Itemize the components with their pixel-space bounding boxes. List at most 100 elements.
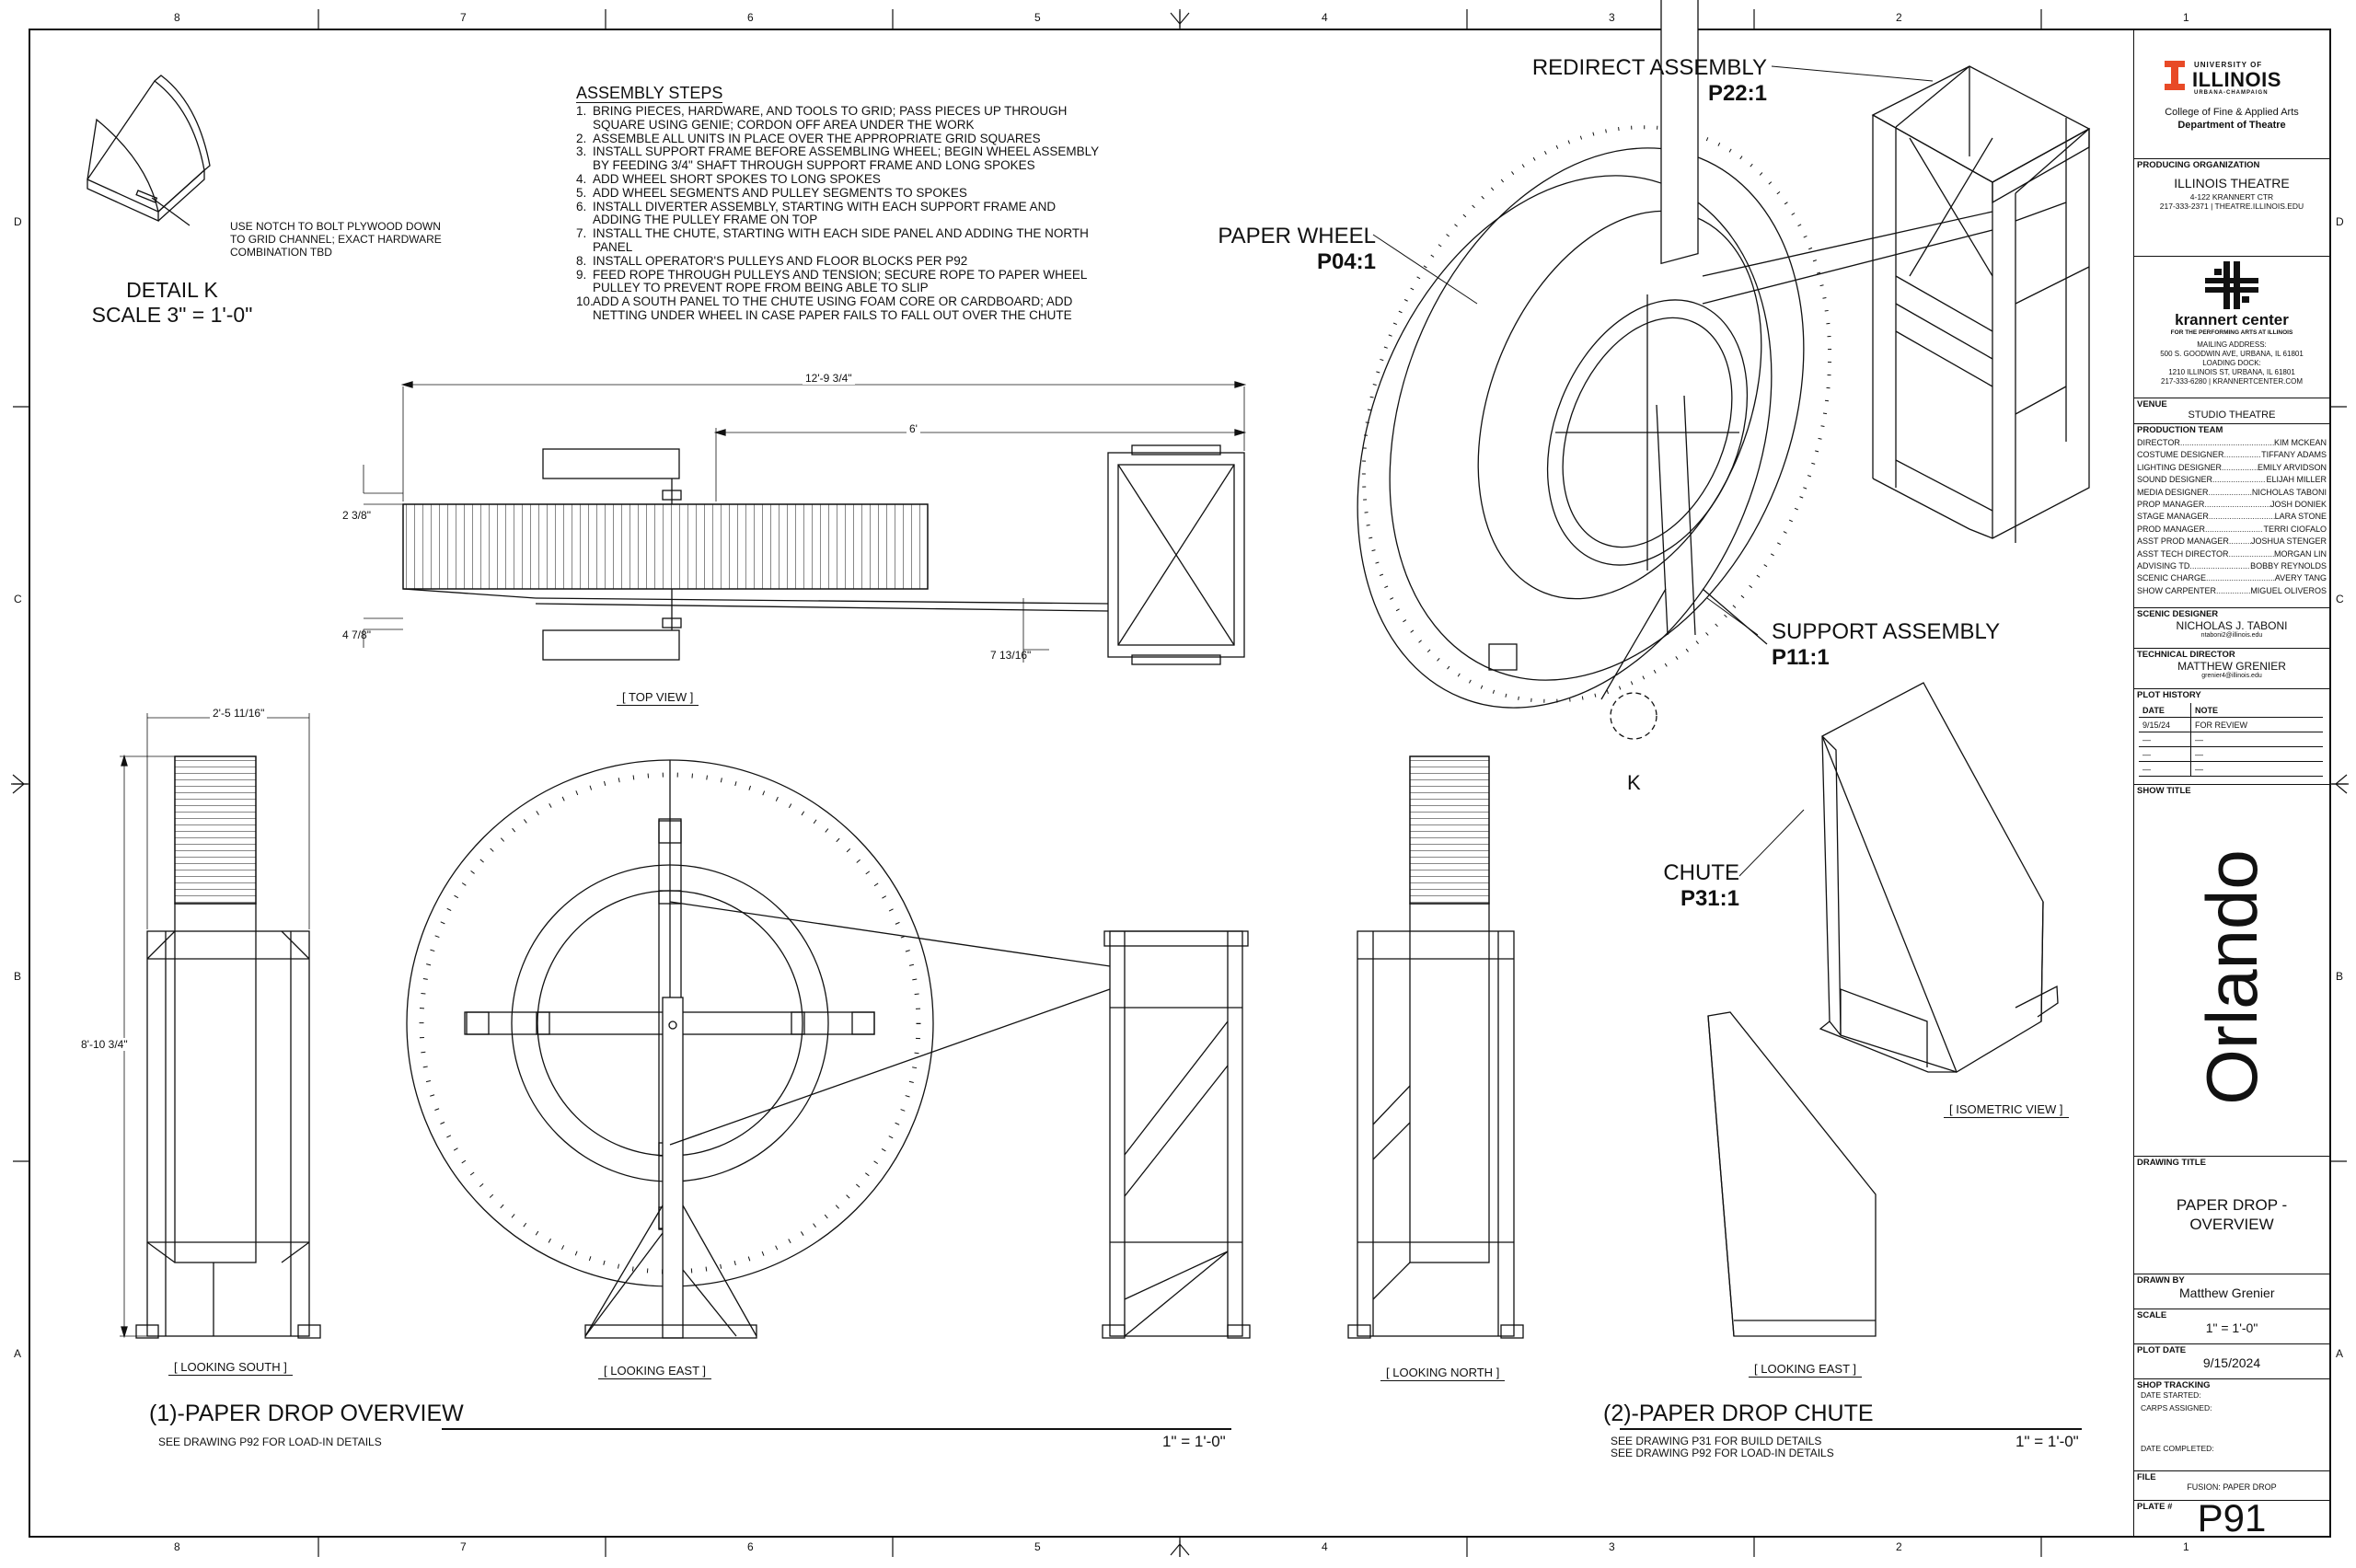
view-label-north: [ LOOKING NORTH ]: [1380, 1366, 1506, 1381]
step: 7.INSTALL THE CHUTE, STARTING WITH EACH …: [576, 226, 1089, 254]
plot-date-block: PLOT DATE 9/15/2024: [2133, 1343, 2330, 1379]
krannert-block: krannert center FOR THE PERFORMING ARTS …: [2133, 256, 2330, 398]
show-title-block: SHOW TITLE Orlando: [2133, 784, 2330, 1157]
uiuc-logo-block: UNIVERSITY OF ILLINOIS URBANA-CHAMPAIGN …: [2133, 29, 2330, 159]
show-title: Orlando: [2191, 849, 2272, 1105]
logo-line1: UNIVERSITY OF: [2194, 61, 2263, 69]
scale-value: 1" = 1'-0": [2205, 1320, 2258, 1335]
krannert-name: krannert center: [2175, 311, 2289, 329]
grid-col-6: 6: [747, 11, 754, 24]
team-row: ASST PROD MANAGERJOSHUA STENGER: [2133, 536, 2330, 548]
grid-col-3: 3: [1609, 11, 1615, 24]
drawing-title: PAPER DROP - OVERVIEW: [2176, 1196, 2288, 1233]
drawn-by-block: DRAWN BY Matthew Grenier: [2133, 1274, 2330, 1309]
grid-row-b: B: [14, 970, 22, 983]
looking-east-drawing: [406, 759, 1251, 1339]
grid-col-3-bottom: 3: [1609, 1540, 1615, 1553]
grid-col-1: 1: [2183, 11, 2189, 24]
step: 9.FEED ROPE THROUGH PULLEYS AND TENSION;…: [576, 267, 1087, 295]
callout-paper-wheel: PAPER WHEEL P04:1: [1218, 224, 1376, 274]
team-row: PROD MANAGERTERRI CIOFALO: [2133, 524, 2330, 536]
drawing-1-scale: 1" = 1'-0": [1162, 1433, 1226, 1450]
detail-k-drawing: [87, 75, 211, 226]
view-label-east: [ LOOKING EAST ]: [598, 1364, 712, 1379]
step: 8.INSTALL OPERATOR'S PULLEYS AND FLOOR B…: [576, 253, 968, 268]
logo-line3: URBANA-CHAMPAIGN: [2194, 90, 2269, 96]
team-row: SHOW CARPENTERMIGUEL OLIVEROS: [2133, 585, 2330, 597]
view-label-iso: [ ISOMETRIC VIEW ]: [1944, 1102, 2069, 1118]
dim-left-top: 2 3/8": [342, 509, 371, 522]
grid-row-c: C: [14, 593, 22, 605]
drawing-title-block: DRAWING TITLE PAPER DROP - OVERVIEW: [2133, 1156, 2330, 1274]
drawing-2-notes: SEE DRAWING P31 FOR BUILD DETAILS SEE DR…: [1611, 1435, 1834, 1459]
dim-height: 8'-10 3/4": [81, 1038, 128, 1051]
dim-south-width: 2'-5 11/16": [210, 707, 268, 720]
detail-k-note: USE NOTCH TO BOLT PLYWOOD DOWN TO GRID C…: [230, 220, 442, 259]
scenic-designer-block: SCENIC DESIGNER NICHOLAS J. TABONI ntabo…: [2133, 607, 2330, 649]
grid-col-4-bottom: 4: [1322, 1540, 1328, 1553]
detail-k-label: DETAIL K SCALE 3" = 1'-0": [85, 278, 260, 328]
callout-k: K: [1627, 771, 1641, 794]
team-row: DIRECTORKIM MCKEAN: [2133, 437, 2330, 449]
plate-number: P91: [2197, 1496, 2267, 1539]
scenic-designer: NICHOLAS J. TABONI: [2176, 619, 2288, 632]
krannert-logo-icon: [2200, 259, 2264, 311]
team-row: SOUND DESIGNERELIJAH MILLER: [2133, 474, 2330, 486]
grid-col-6-bottom: 6: [747, 1540, 754, 1553]
looking-north-drawing: [1347, 755, 1524, 1339]
shop-tracking-block: SHOP TRACKING DATE STARTED: CARPS ASSIGN…: [2133, 1378, 2330, 1471]
detail-k-scale: SCALE 3" = 1'-0": [91, 303, 253, 327]
producing-org: ILLINOIS THEATRE: [2174, 176, 2290, 190]
callout-chute: CHUTE P31:1: [1663, 860, 1739, 911]
grid-row-d-right: D: [2336, 215, 2344, 228]
file-name: FUSION: PAPER DROP: [2187, 1482, 2277, 1492]
illinois-i-logo-icon: [2163, 59, 2187, 92]
step: 6.INSTALL DIVERTER ASSEMBLY, STARTING WI…: [576, 199, 1057, 227]
chute-side-drawing: [1707, 1011, 1877, 1337]
drawn-by: Matthew Grenier: [2179, 1286, 2275, 1300]
view-label-top: [ TOP VIEW ]: [617, 690, 699, 706]
assembly-steps-title: ASSEMBLY STEPS: [576, 84, 723, 103]
grid-col-5-bottom: 5: [1034, 1540, 1041, 1553]
grid-col-4: 4: [1322, 11, 1328, 24]
chute-iso-drawing: [1819, 682, 2059, 1073]
grid-col-7-bottom: 7: [460, 1540, 467, 1553]
grid-col-5: 5: [1034, 11, 1041, 24]
team-row: PROP MANAGERJOSH DONIEK: [2133, 499, 2330, 511]
drawing-1-title: (1)-PAPER DROP OVERVIEW: [149, 1401, 464, 1426]
title-block: UNIVERSITY OF ILLINOIS URBANA-CHAMPAIGN …: [2133, 29, 2330, 1539]
grid-col-2-bottom: 2: [1896, 1540, 1902, 1553]
technical-director: MATTHEW GRENIER: [2177, 660, 2286, 673]
step: 10.ADD A SOUTH PANEL TO THE CHUTE USING …: [576, 294, 1073, 322]
grid-row-d: D: [14, 215, 22, 228]
assembly-steps: ASSEMBLY STEPS 1.BRING PIECES, HARDWARE,…: [576, 84, 1101, 323]
step: 3.INSTALL SUPPORT FRAME BEFORE ASSEMBLIN…: [576, 144, 1099, 173]
producing-org-block: PRODUCING ORGANIZATION ILLINOIS THEATRE …: [2133, 158, 2330, 257]
step: 4.ADD WHEEL SHORT SPOKES TO LONG SPOKES: [576, 171, 881, 186]
file-block: FILE FUSION: PAPER DROP: [2133, 1470, 2330, 1501]
production-team-block: PRODUCTION TEAM DIRECTORKIM MCKEAN COSTU…: [2133, 423, 2330, 608]
grid-row-a: A: [14, 1347, 22, 1360]
team-row: STAGE MANAGERLARA STONE: [2133, 511, 2330, 523]
grid-col-8: 8: [174, 11, 180, 24]
dim-left-bottom: 4 7/8": [342, 628, 371, 641]
dim-offset: 6': [907, 422, 920, 435]
grid-row-a-right: A: [2336, 1347, 2344, 1360]
dim-right-side: 7 13/16": [990, 649, 1032, 662]
department-name: Department of Theatre: [2177, 120, 2286, 131]
venue-block: VENUE STUDIO THEATRE: [2133, 398, 2330, 424]
grid-row-b-right: B: [2336, 970, 2344, 983]
drawing-1-note: SEE DRAWING P92 FOR LOAD-IN DETAILS: [158, 1435, 382, 1448]
grid-col-8-bottom: 8: [174, 1540, 180, 1553]
grid-col-2: 2: [1896, 11, 1902, 24]
logo-line2: ILLINOIS: [2192, 68, 2281, 91]
team-row: SCENIC CHARGEAVERY TANG: [2133, 572, 2330, 584]
grid-row-c-right: C: [2336, 593, 2344, 605]
step: 2.ASSEMBLE ALL UNITS IN PLACE OVER THE A…: [576, 131, 1041, 145]
step: 1.BRING PIECES, HARDWARE, AND TOOLS TO G…: [576, 104, 1068, 132]
grid-col-7: 7: [460, 11, 467, 24]
